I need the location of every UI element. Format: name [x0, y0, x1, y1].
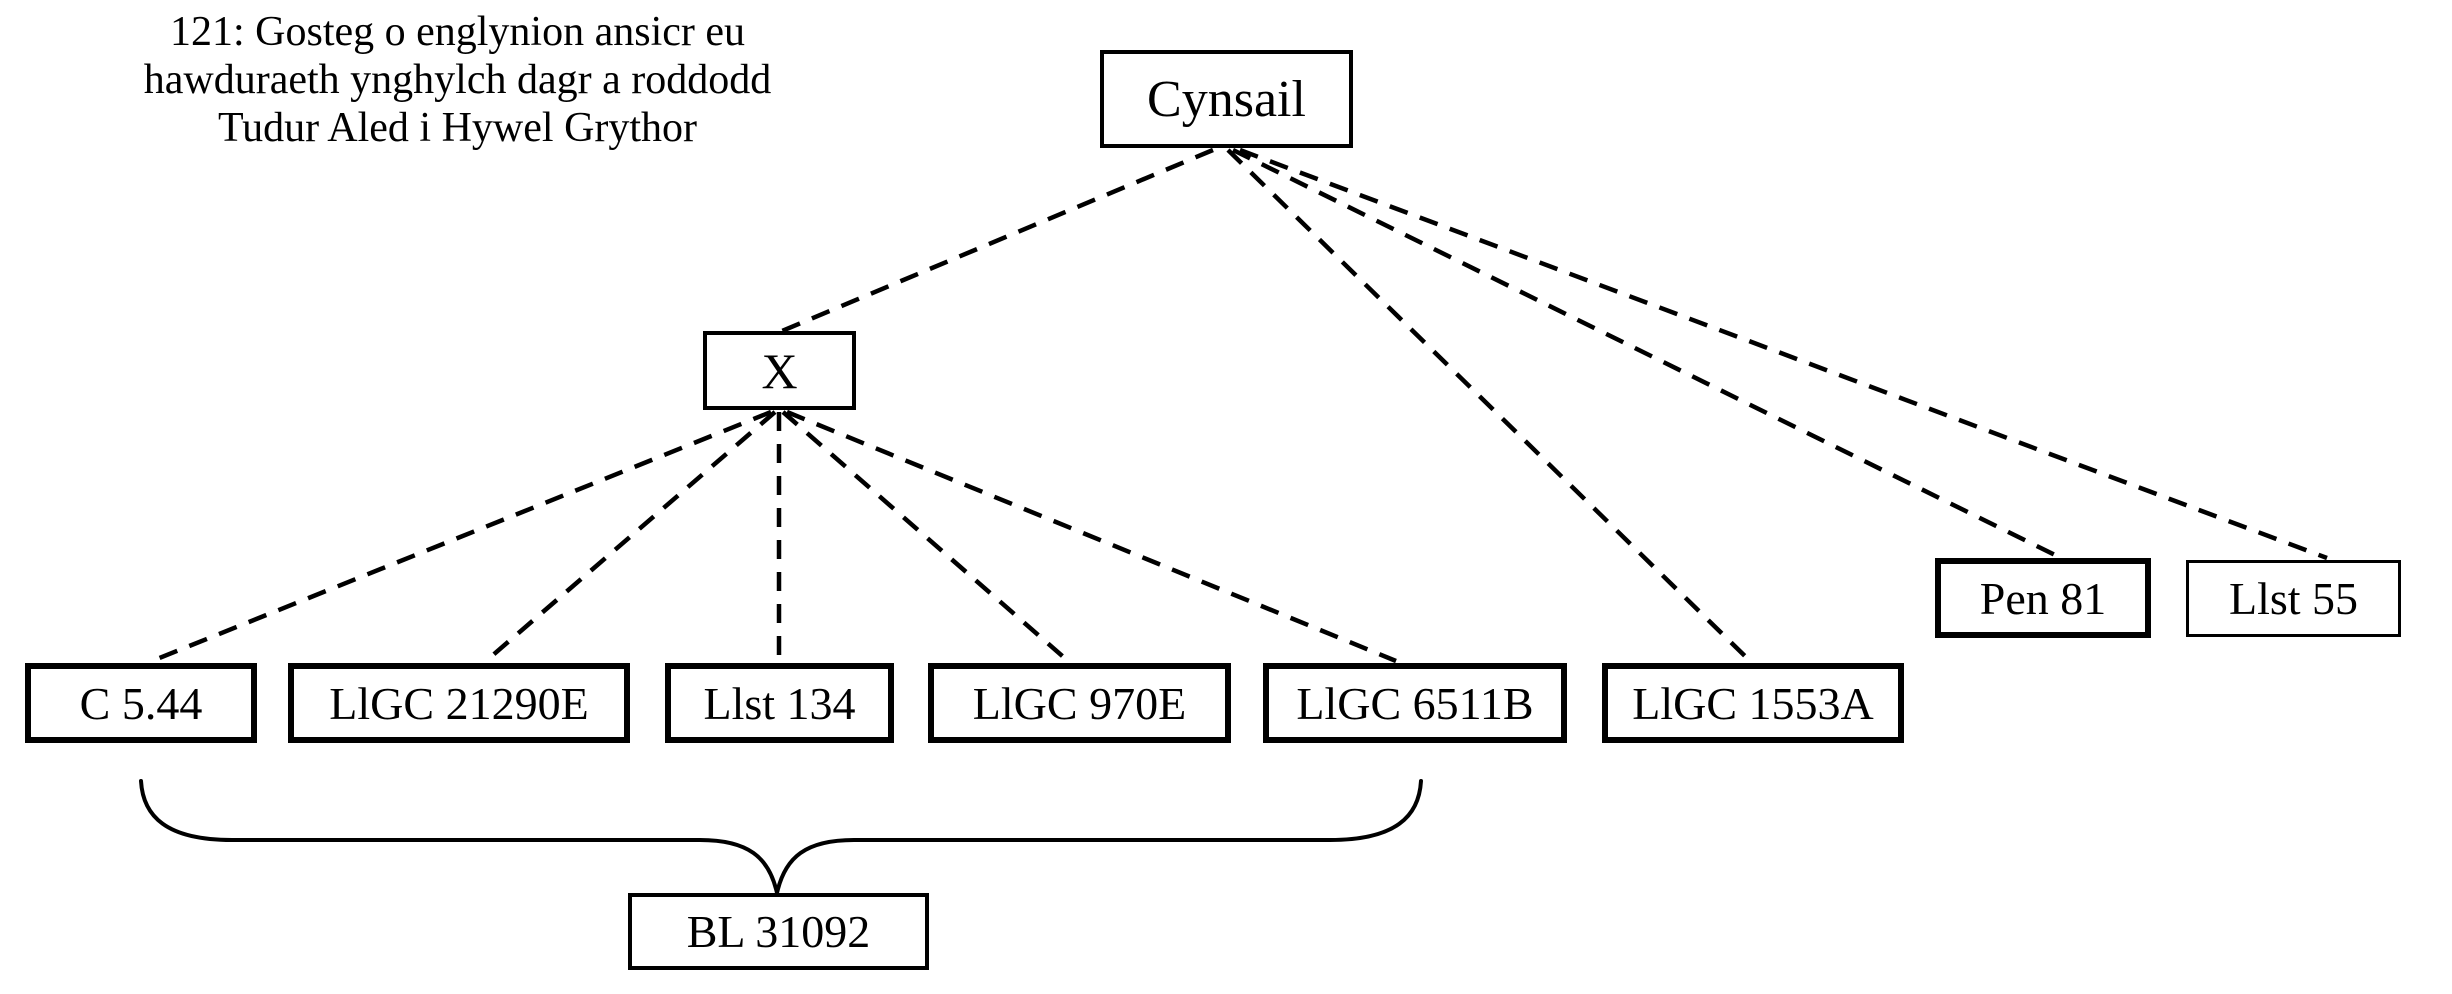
node-c544: C 5.44	[25, 663, 257, 743]
edge-x-c544	[151, 409, 772, 664]
node-c544-label: C 5.44	[79, 677, 203, 729]
node-llst134-label: Llst 134	[703, 677, 856, 729]
node-x-label: X	[761, 342, 798, 399]
node-llgc21290e: LlGC 21290E	[288, 663, 630, 743]
edge-x-llgc21290e	[484, 410, 777, 663]
node-llgc21290e-label: LlGC 21290E	[329, 677, 589, 729]
node-pen81-label: Pen 81	[1979, 572, 2107, 624]
node-llgc6511b-label: LlGC 6511B	[1296, 677, 1534, 729]
title-line-3: Tudur Aled i Hywel Grythor	[217, 105, 698, 151]
node-llgc6511b: LlGC 6511B	[1263, 663, 1567, 743]
title-line-1: 121: Gosteg o englynion ansicr eu	[169, 9, 746, 55]
edge-x-llgc970e	[781, 410, 1070, 663]
node-bl31092: BL 31092	[628, 893, 929, 970]
edge-cynsail-pen81	[1232, 147, 2058, 559]
grouping-brace	[139, 779, 1423, 894]
node-llst134: Llst 134	[665, 663, 894, 743]
node-llgc970e-label: LlGC 970E	[972, 677, 1187, 729]
edge-cynsail-llst55	[1239, 147, 2328, 561]
node-cynsail: Cynsail	[1100, 50, 1353, 148]
node-llst55: Llst 55	[2186, 560, 2401, 637]
node-llgc970e: LlGC 970E	[928, 663, 1231, 743]
edge-cynsail-llgc1553a	[1226, 148, 1752, 663]
edge-cynsail-x	[781, 147, 1214, 334]
edge-x-llgc6511b	[786, 409, 1397, 664]
diagram-title: 121: Gosteg o englynion ansicr eu hawdur…	[35, 8, 880, 152]
node-llgc1553a: LlGC 1553A	[1602, 663, 1904, 743]
node-llgc1553a-label: LlGC 1553A	[1632, 677, 1874, 729]
node-x: X	[703, 331, 856, 410]
node-bl31092-label: BL 31092	[686, 906, 871, 957]
title-line-2: hawduraeth ynghylch dagr a roddodd	[143, 57, 772, 103]
node-pen81: Pen 81	[1935, 558, 2151, 638]
node-cynsail-label: Cynsail	[1147, 70, 1306, 128]
node-llst55-label: Llst 55	[2228, 573, 2359, 624]
